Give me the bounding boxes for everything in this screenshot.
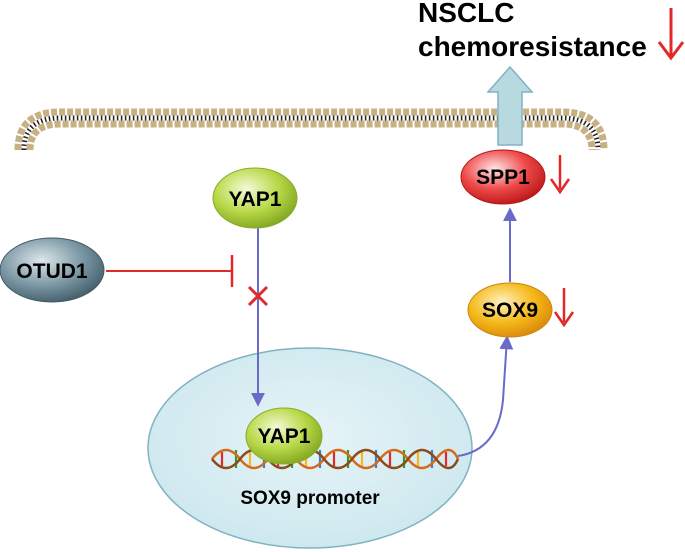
promoter-to-sox9-arrow [457,335,514,457]
down-arrow-icon [549,155,571,195]
sox9-node: SOX9 [467,282,553,338]
sox9-label: SOX9 [482,299,538,322]
yap1-nucleus-label: YAP1 [258,425,311,448]
down-arrow-icon [657,8,685,61]
otud1-node: OTUD1 [0,237,105,303]
down-arrow-icon [553,288,575,328]
title-line2: chemoresistance [418,31,647,62]
yap1-cytoplasm-label: YAP1 [229,188,282,211]
yap1-cytoplasm-node: YAP1 [212,167,298,229]
inhibition-cross-icon [247,285,269,307]
promoter-label: SOX9 promoter [240,488,380,509]
yap1-nucleus-node: YAP1 [245,407,323,465]
block-arrow-icon [486,65,534,146]
spp1-label: SPP1 [476,166,530,189]
spp1-node: SPP1 [460,149,546,205]
otud1-label: OTUD1 [16,260,87,283]
title-line1: NSCLC [418,0,514,28]
otud1-inhibition-line [106,255,234,287]
cell-membrane [14,108,608,151]
